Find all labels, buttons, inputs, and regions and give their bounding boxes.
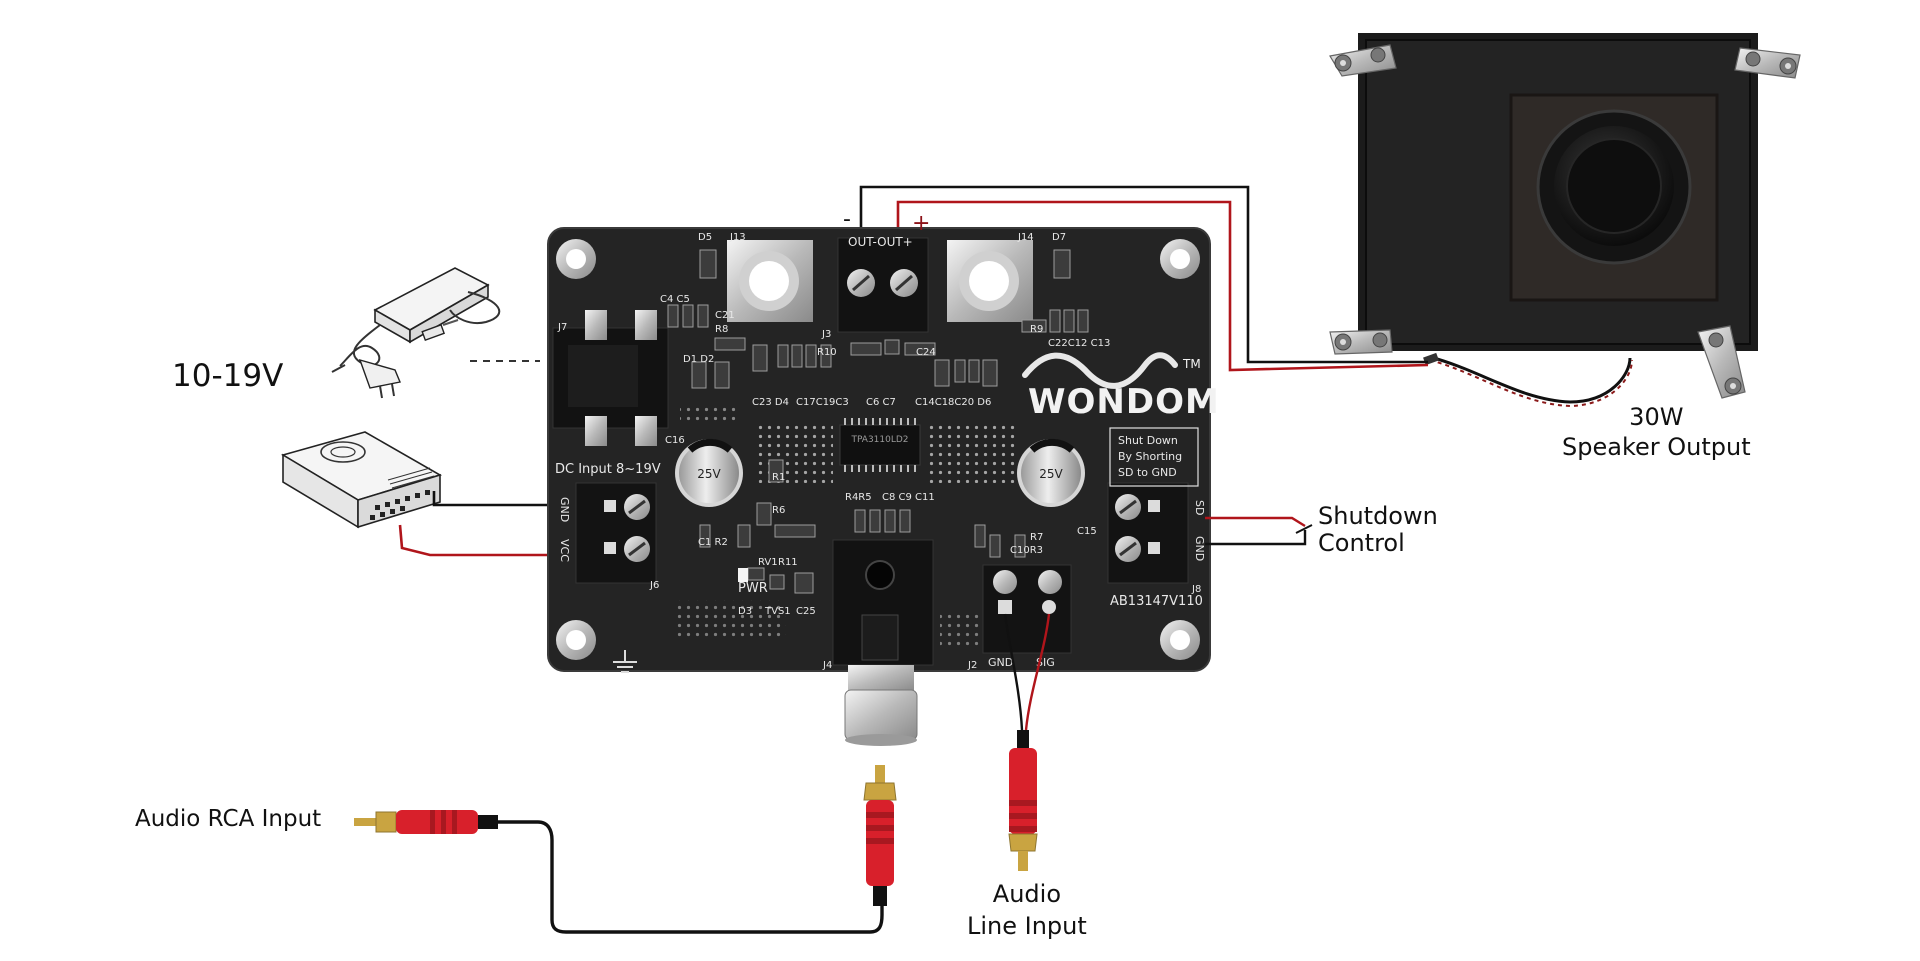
speaker <box>1329 33 1801 408</box>
shutdown-line1: Shutdown <box>1318 502 1438 530</box>
speaker-wire-red <box>896 200 1429 372</box>
designator-d5: D5 <box>698 232 712 243</box>
out-label: OUT-OUT+ <box>848 235 913 249</box>
designator-j7: J7 <box>557 322 567 333</box>
designator-c10r3: C10R3 <box>1010 545 1043 556</box>
shutdown-line2: Control <box>1318 529 1405 557</box>
ac-adapter <box>331 267 501 399</box>
designator-r4r5: R4R5 <box>845 492 872 503</box>
gnd-wire <box>432 491 558 507</box>
dc-input-label: DC Input 8~19V <box>555 462 661 477</box>
shutdown-note-1: Shut Down <box>1118 434 1178 447</box>
terminal-vcc: VCC <box>558 539 571 562</box>
designator-c16: C16 <box>665 435 685 446</box>
psu-box <box>280 431 443 529</box>
designator-j4: J4 <box>822 660 832 671</box>
out-plus: + <box>912 211 930 236</box>
terminal-gnd2: GND <box>1193 536 1206 561</box>
rca-socket <box>844 665 918 746</box>
designator-c4c5: C4 C5 <box>660 294 690 305</box>
designator-tvs1: TVS1 <box>764 606 791 617</box>
out-minus: - <box>843 207 851 232</box>
terminal-gnd: GND <box>558 497 571 522</box>
model-number: AB13147V110 <box>1110 594 1203 609</box>
designator-c25: C25 <box>796 606 816 617</box>
vcc-wire <box>398 524 558 557</box>
cap1-label: 25V <box>697 467 721 481</box>
designator-r11: R11 <box>778 557 798 568</box>
designator-r6: R6 <box>772 505 785 516</box>
designator-c22: C22C12 C13 <box>1048 338 1110 349</box>
line-gnd-lead <box>1003 613 1024 731</box>
trademark: TM <box>1182 357 1201 371</box>
shutdown-note-2: By Shorting <box>1118 450 1182 463</box>
designator-c15: C15 <box>1077 526 1097 537</box>
rca-plug-left <box>354 810 498 834</box>
line-sig-lead <box>1024 613 1051 731</box>
designator-c6c7: C6 C7 <box>866 397 896 408</box>
rca-plug-upper <box>863 765 897 906</box>
speaker-output-line2: Speaker Output <box>1562 433 1751 461</box>
speaker-wire-black <box>859 185 1428 364</box>
sd-gnd-wire <box>1205 530 1307 546</box>
mounting-hole <box>556 239 1200 660</box>
designator-c8c9c11: C8 C9 C11 <box>882 492 935 503</box>
shutdown-note-3: SD to GND <box>1118 466 1177 479</box>
designator-j6: J6 <box>649 580 659 591</box>
switch-contact <box>1295 524 1313 534</box>
designator-j13: J13 <box>729 232 746 243</box>
speaker-output-label: 30W Speaker Output <box>1562 402 1751 462</box>
audio-line-input-label: Audio Line Input <box>967 878 1087 942</box>
amplifier-board: 25V 25V TPA3110LD2 <box>547 207 1220 673</box>
power-voltage-label: 10-19V <box>172 358 284 394</box>
designator-j2: J2 <box>967 660 977 671</box>
designator-d7: D7 <box>1052 232 1066 243</box>
sd-wire <box>1205 516 1306 528</box>
designator-r9: R9 <box>1030 324 1043 335</box>
designator-c24: C24 <box>916 347 936 358</box>
designator-c14: C14C18C20 D6 <box>915 397 991 408</box>
brand-logo: WONDOM <box>1028 382 1220 422</box>
designator-r1: R1 <box>772 472 785 483</box>
designator-d3: D3 <box>738 606 752 617</box>
designator-d1d2: D1 D2 <box>683 354 714 365</box>
designator-j3: J3 <box>821 329 831 340</box>
speaker-output-line1: 30W <box>1629 403 1684 431</box>
rca-plug-line <box>1008 730 1038 871</box>
designator-j14: J14 <box>1017 232 1034 243</box>
shutdown-control-label: Shutdown Control <box>1318 503 1438 557</box>
line-input-line2: Line Input <box>967 912 1087 940</box>
chip-label: TPA3110LD2 <box>850 435 908 445</box>
pwr-label: PWR <box>738 581 768 596</box>
cap2-label: 25V <box>1039 467 1063 481</box>
designator-c21: C21 <box>715 310 735 321</box>
line-gnd-label: GND <box>988 656 1013 669</box>
rca-cable <box>498 820 884 934</box>
designator-c17c19c3: C17C19C3 <box>796 397 849 408</box>
designator-c1r2: C1 R2 <box>698 537 728 548</box>
designator-r8: R8 <box>715 324 728 335</box>
audio-rca-input-label: Audio RCA Input <box>135 806 322 832</box>
designator-j8: J8 <box>1191 584 1201 595</box>
designator-r10: R10 <box>817 347 837 358</box>
line-input-line1: Audio <box>992 880 1061 908</box>
designator-rv1: RV1 <box>758 557 778 568</box>
designator-r7: R7 <box>1030 532 1043 543</box>
designator-c23d4: C23 D4 <box>752 397 789 408</box>
terminal-sd: SD <box>1193 500 1206 515</box>
